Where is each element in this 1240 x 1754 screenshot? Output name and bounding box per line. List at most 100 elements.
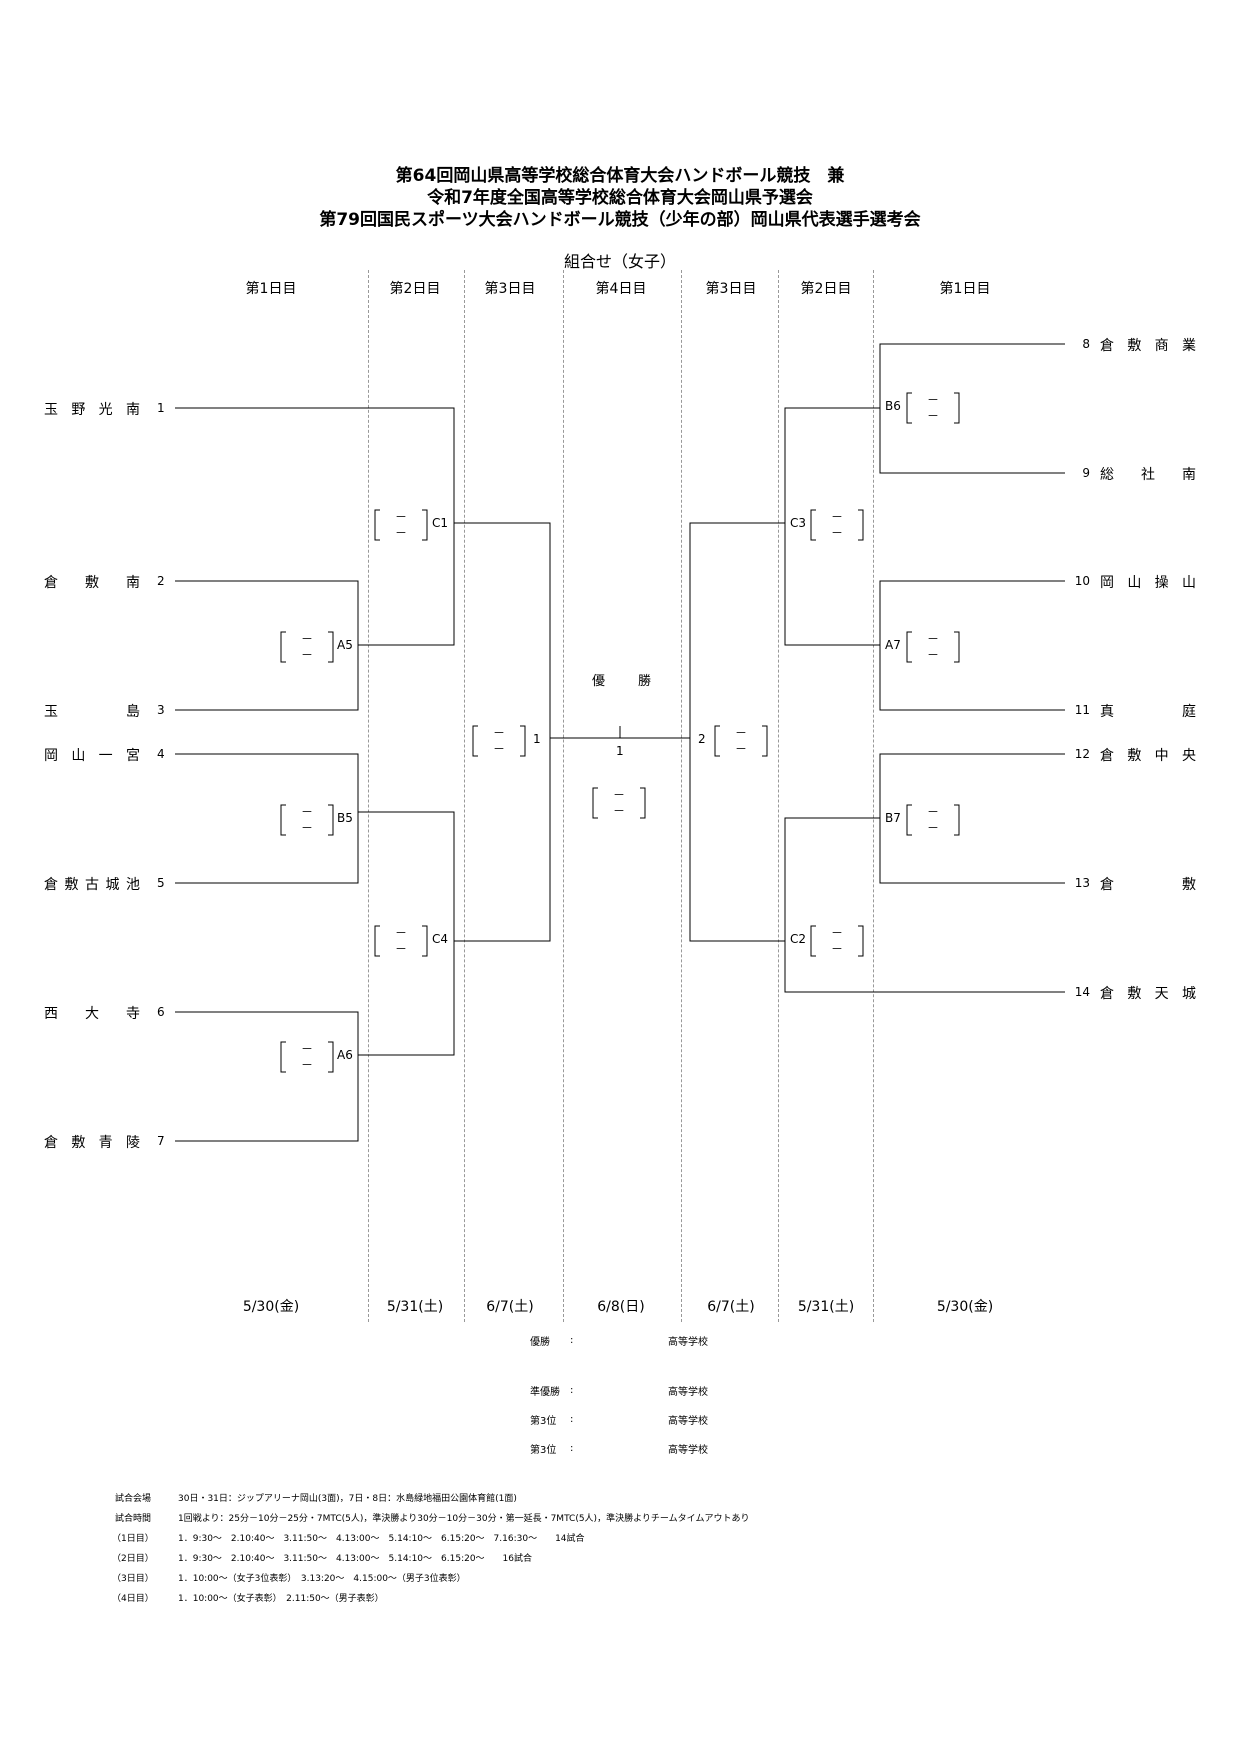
score-box [374, 509, 428, 541]
footer-text: 1．10:00～（女子3位表彰） 3.13:20～ 4.15:00～（男子3位表… [178, 1574, 466, 1584]
column-divider [873, 270, 874, 1322]
score-value: － [613, 804, 626, 818]
score-value: － [927, 805, 940, 819]
score-value: － [395, 526, 408, 540]
team-name: 倉敷青陵 [44, 1135, 140, 1151]
score-value: － [493, 726, 506, 740]
footer-text: 1．10:00～（女子表彰） 2.11:50～（男子表彰） [178, 1594, 384, 1604]
score-value: － [927, 632, 940, 646]
score-value: － [301, 805, 314, 819]
result-label-champion: 優勝 [530, 1337, 550, 1348]
team-name: 玉島 [44, 704, 140, 720]
match-label-a7: A7 [885, 638, 901, 652]
bracket-line [175, 753, 359, 884]
team-name: 玉野光南 [44, 402, 140, 418]
footer-label: （3日目） [112, 1574, 154, 1584]
score-box [280, 1041, 334, 1073]
result-suffix: 高等学校 [668, 1445, 708, 1456]
champion-label: 優 勝 [592, 674, 662, 689]
score-box [592, 787, 646, 819]
bracket-line [689, 522, 785, 942]
match-label-b7: B7 [885, 811, 901, 825]
team-seed: 9 [1082, 466, 1090, 480]
result-colon: : [570, 1443, 574, 1454]
column-header-day3-left: 第3日目 [484, 281, 536, 297]
score-value: － [831, 926, 844, 940]
score-box [906, 631, 960, 663]
footer-label: 試合時間 [115, 1514, 152, 1524]
column-date-day1-right: 5/30(金) [936, 1299, 994, 1315]
team-seed: 13 [1074, 876, 1090, 890]
result-label-runner-up: 準優勝 [530, 1387, 560, 1398]
team-name: 倉敷天城 [1100, 986, 1196, 1002]
footer-text: 1．9:30～ 2.10:40～ 3.11:50～ 4.13:00～ 5.14:… [178, 1534, 585, 1544]
match-label-semifinal-left: 1 [533, 732, 541, 746]
team-name: 倉敷商業 [1100, 338, 1196, 354]
score-value: － [831, 510, 844, 524]
bracket-line [879, 343, 1065, 474]
match-label-b6: B6 [885, 399, 901, 413]
column-header-day2-left: 第2日目 [389, 281, 441, 297]
title-line-2: 令和7年度全国高等学校総合体育大会岡山県予選会 [427, 188, 813, 208]
result-suffix: 高等学校 [668, 1337, 708, 1348]
team-seed: 2 [157, 574, 165, 588]
team-seed: 4 [157, 747, 165, 761]
match-label-c3: C3 [790, 516, 807, 530]
footer-text: 1回戦より：25分－10分－25分・7MTC(5人)，準決勝より30分－10分－… [178, 1514, 750, 1524]
column-date-day1-left: 5/30(金) [242, 1299, 300, 1315]
score-value: － [735, 742, 748, 756]
score-box [810, 925, 864, 957]
bracket-line [879, 753, 1065, 884]
match-label-a5: A5 [337, 638, 353, 652]
result-colon: : [570, 1414, 574, 1425]
score-value: － [395, 926, 408, 940]
result-suffix: 高等学校 [668, 1416, 708, 1427]
score-box [714, 725, 768, 757]
match-label-b5: B5 [337, 811, 353, 825]
result-colon: : [570, 1385, 574, 1396]
team-seed: 3 [157, 703, 165, 717]
subtitle: 組合せ（女子） [563, 252, 676, 271]
team-name: 倉敷古城池 [44, 877, 140, 893]
score-box [280, 804, 334, 836]
title-line-3: 第79回国民スポーツ大会ハンドボール競技（少年の部）岡山県代表選手選考会 [319, 210, 921, 230]
score-value: － [927, 393, 940, 407]
match-label-c2: C2 [790, 932, 807, 946]
team-name: 岡山操山 [1100, 575, 1196, 591]
score-value: － [301, 1058, 314, 1072]
score-value: － [301, 1042, 314, 1056]
team-name: 倉敷中央 [1100, 748, 1196, 764]
score-box [472, 725, 526, 757]
match-label-final: 1 [616, 744, 624, 758]
result-label-third: 第3位 [530, 1416, 557, 1427]
column-date-day4: 6/8(日) [597, 1299, 645, 1315]
score-box [906, 804, 960, 836]
team-seed: 10 [1074, 574, 1090, 588]
team-name: 真庭 [1100, 704, 1196, 720]
score-value: － [301, 821, 314, 835]
score-box [906, 392, 960, 424]
team-seed: 8 [1082, 337, 1090, 351]
column-divider [368, 270, 369, 1322]
bracket-line [358, 811, 455, 1056]
column-date-day3-right: 6/7(土) [707, 1299, 755, 1315]
column-divider [563, 270, 564, 1322]
footer-label: 試合会場 [115, 1494, 152, 1504]
score-value: － [831, 942, 844, 956]
score-value: － [927, 648, 940, 662]
score-box [810, 509, 864, 541]
team-seed: 12 [1074, 747, 1090, 761]
footer-text: 1．9:30～ 2.10:40～ 3.11:50～ 4.13:00～ 5.14:… [178, 1554, 533, 1564]
match-label-semifinal-right: 2 [698, 732, 706, 746]
bracket-line [175, 407, 455, 646]
score-value: － [301, 632, 314, 646]
column-divider [464, 270, 465, 1322]
column-header-day1-left: 第1日目 [245, 281, 297, 297]
result-suffix: 高等学校 [668, 1387, 708, 1398]
score-value: － [735, 726, 748, 740]
bracket-line [879, 580, 1065, 711]
footer-label: （1日目） [112, 1534, 154, 1544]
match-label-c4: C4 [432, 932, 449, 946]
